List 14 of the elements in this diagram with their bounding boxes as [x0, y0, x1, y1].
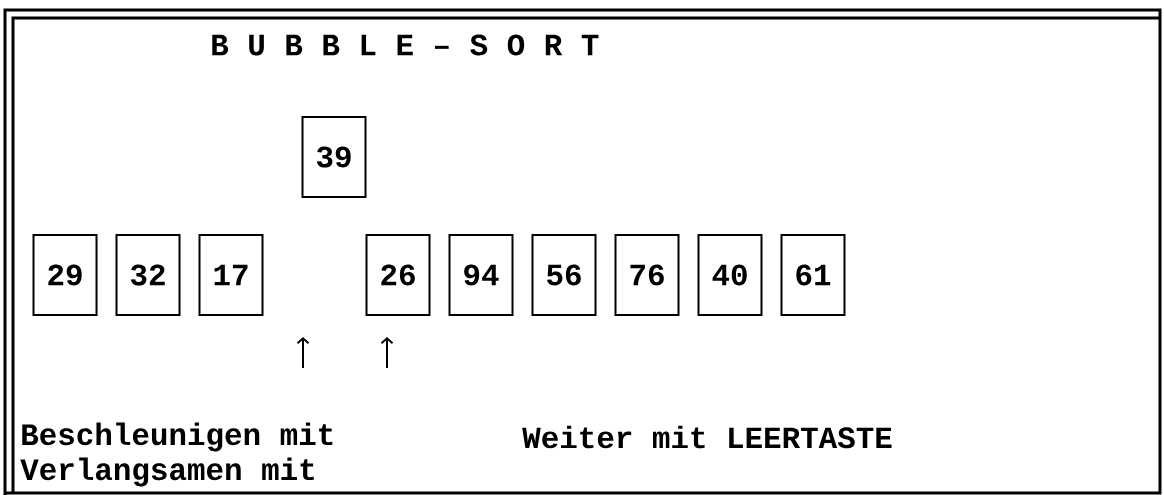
number-box: 56: [531, 234, 597, 316]
number-box: 17: [198, 234, 264, 316]
number-box: 26: [365, 234, 431, 316]
instruction-text: Weiter mit LEERTASTE: [522, 425, 892, 449]
number-box: 32: [115, 234, 181, 316]
title: B U B B L E – S O R T: [212, 34, 599, 56]
number-box: 61: [780, 234, 846, 316]
instruction-text: Verlangsamen mit: [20, 457, 314, 487]
number-box: 40: [697, 234, 763, 316]
number-box: 94: [448, 234, 514, 316]
number-box: 76: [614, 234, 680, 316]
instruction-text: Beschleunigen mit: [22, 422, 333, 452]
number-box: 29: [32, 234, 98, 316]
number-box: 39: [301, 116, 367, 198]
